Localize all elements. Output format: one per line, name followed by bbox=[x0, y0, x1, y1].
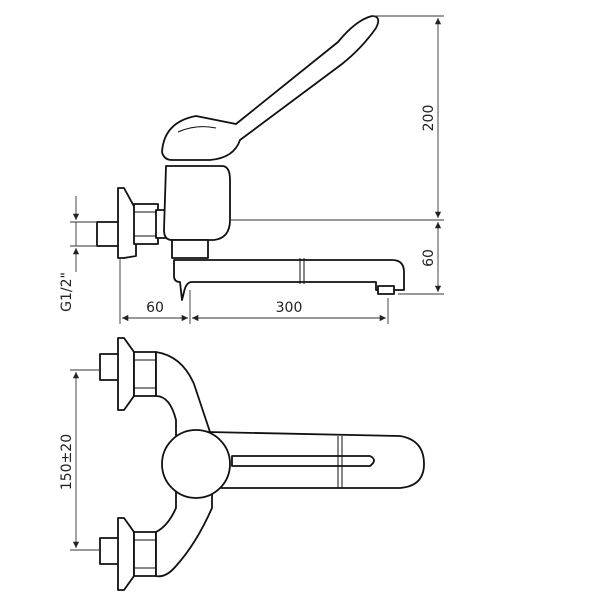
dim-label-spacing: 150±20 bbox=[59, 434, 75, 490]
lower-flange bbox=[117, 517, 135, 591]
spout bbox=[173, 259, 405, 301]
spout-base bbox=[171, 239, 209, 259]
dim-label-60-vertical: 60 bbox=[421, 249, 437, 267]
side-view: 200 60 60 300 G1/2" bbox=[59, 15, 444, 324]
lower-nut bbox=[133, 531, 157, 577]
lever-handle bbox=[161, 15, 380, 161]
mixer-body bbox=[163, 165, 231, 241]
upper-connector-pipe bbox=[99, 353, 121, 381]
lower-connector-pipe bbox=[99, 537, 121, 565]
dim-label-300: 300 bbox=[276, 300, 303, 316]
aerator bbox=[377, 285, 395, 295]
lever-cap bbox=[161, 429, 231, 499]
dim-label-thread: G1/2" bbox=[59, 272, 75, 312]
dim-label-60-horizontal: 60 bbox=[146, 300, 164, 316]
upper-nut bbox=[133, 351, 157, 397]
top-view: 150±20 bbox=[59, 337, 425, 591]
upper-flange bbox=[117, 337, 135, 411]
hex-nut bbox=[133, 203, 159, 245]
wall-flange bbox=[117, 187, 137, 259]
wall-connector-pipe bbox=[96, 221, 120, 247]
dim-label-200: 200 bbox=[421, 105, 437, 132]
spout-slot bbox=[231, 455, 375, 467]
